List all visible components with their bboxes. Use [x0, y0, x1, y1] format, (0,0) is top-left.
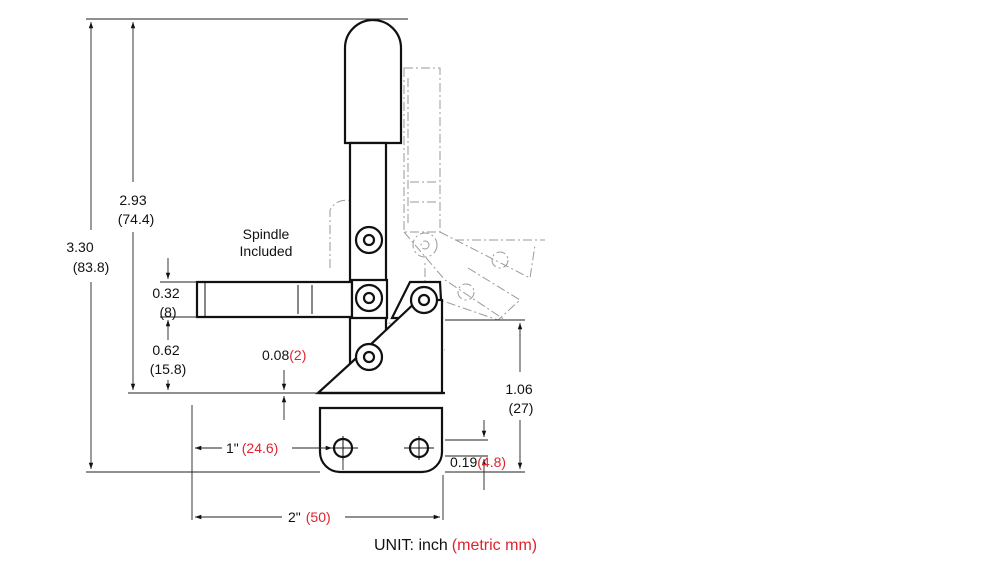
base-width-label: 2" (50): [288, 509, 331, 525]
spindle-dia-inch: 0.32: [152, 285, 179, 301]
base-thickness-inch: 0.08: [262, 347, 289, 363]
spindle-dia-mm: (8): [159, 304, 176, 320]
handle-height-inch: 2.93: [119, 192, 146, 208]
hole-spacing-inch: 1": [226, 440, 239, 456]
base-thickness-label: 0.08(2): [262, 347, 306, 363]
dimension-lines: [88, 22, 523, 520]
base-plate: [318, 406, 444, 474]
handle-grip: [343, 18, 403, 145]
overall-height-mm: (83.8): [73, 259, 110, 275]
base-to-spindle-inch: 1.06: [505, 381, 532, 397]
handle-height-mm: (74.4): [118, 211, 155, 227]
unit-metric: (metric mm): [452, 537, 537, 554]
extension-lines: [86, 18, 525, 520]
dimension-labels: 3.30 (83.8) 2.93 (74.4) 0.32 (8) 0.62 (1…: [66, 192, 537, 554]
unit-note: UNIT: inch(metric mm): [374, 537, 537, 554]
base-thickness-mm: (2): [289, 347, 306, 363]
hole-spacing-mm: (24.6): [242, 440, 279, 456]
hole-spacing-label: 1"(24.6): [226, 440, 278, 456]
base-to-spindle-mm: (27): [509, 400, 534, 416]
unit-prefix: UNIT: inch: [374, 537, 448, 554]
spindle-height-inch: 0.62: [152, 342, 179, 358]
clamp-body: [195, 18, 445, 395]
overall-height-inch: 3.30: [66, 239, 93, 255]
base-width-inch: 2": [288, 509, 301, 525]
hole-dia-mm: (4.8): [477, 454, 506, 470]
hole-dia-inch: 0.19: [450, 454, 477, 470]
base-width-mm: (50): [306, 509, 331, 525]
hole-dia-label: 0.19(4.8): [450, 454, 506, 470]
spindle-rod: [195, 280, 354, 319]
spindle-label-line1: Spindle: [243, 226, 290, 242]
spindle-label-line2: Included: [240, 243, 293, 259]
spindle-height-mm: (15.8): [150, 361, 187, 377]
